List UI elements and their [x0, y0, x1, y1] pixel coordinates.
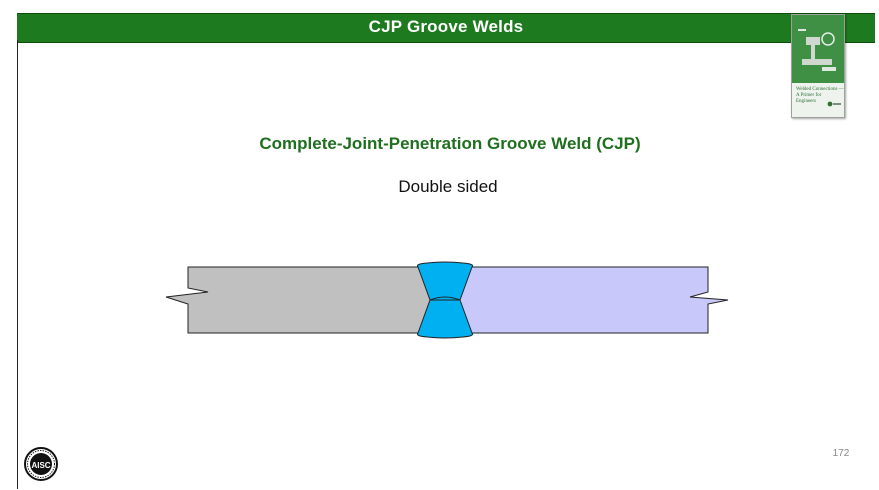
book-cover-line-2: A Primer for	[796, 93, 822, 98]
book-cover-lower-panel	[792, 83, 844, 117]
book-cover-artwork	[792, 15, 844, 83]
title-bar	[17, 13, 875, 43]
top-weld-bead	[416, 261, 474, 301]
aisc-seal-icon: AISC	[24, 445, 58, 490]
slide-title: CJP Groove Welds	[368, 17, 524, 36]
double-sided-cjp-weld-diagram	[165, 261, 729, 339]
right-base-plate	[459, 266, 729, 334]
book-cover-thumbnail: Welded Connections — A Primer for Engine…	[791, 14, 845, 118]
weld-root-line	[429, 296, 461, 301]
svg-text:AISC: AISC	[31, 461, 50, 470]
left-base-plate	[165, 266, 431, 334]
page-number: 172	[832, 448, 850, 459]
book-cover-line-3: Engineers	[796, 99, 816, 104]
book-cover-line-1: Welded Connections —	[796, 87, 844, 92]
bottom-weld-bead	[416, 299, 474, 339]
left-border-line	[17, 40, 18, 489]
book-cover-publisher-mark	[827, 101, 841, 107]
slide-subtitle: Complete-Joint-Penetration Groove Weld (…	[259, 134, 641, 153]
diagram-caption: Double sided	[398, 177, 498, 196]
